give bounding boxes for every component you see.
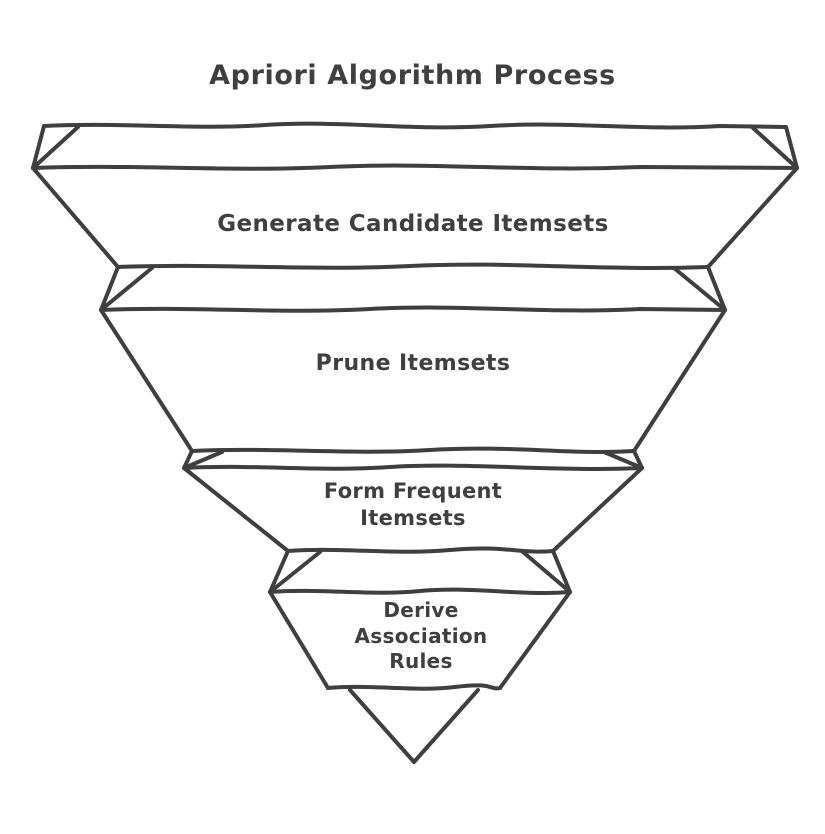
band-1-bottom-edge: [116, 262, 710, 270]
band-2-right-edge: [632, 308, 727, 453]
funnel-band-2-shape[interactable]: [99, 265, 727, 454]
band-4-left-edge: [268, 590, 330, 690]
band-4-top-edge: [268, 587, 572, 595]
band-4-bottom-edge: [326, 683, 502, 691]
band-4-left-notch: [268, 549, 290, 594]
band-2-right-notch: [706, 265, 727, 312]
band-3-left-edge: [182, 466, 290, 553]
band-4-left-notch-return: [268, 550, 322, 594]
band-1-right-notch-return: [750, 125, 799, 170]
band-2-top-edge: [99, 305, 727, 313]
band-3-left-notch-return: [182, 450, 224, 470]
band-1-top-edge: [42, 121, 788, 130]
funnel-tip-left-edge: [348, 688, 416, 764]
band-1-right-notch: [784, 125, 799, 170]
band-3-top-edge: [182, 463, 644, 471]
funnel-band-4-shape[interactable]: [268, 549, 572, 691]
band-1-right-edge: [706, 166, 799, 269]
funnel-tip-shape: [348, 688, 480, 764]
band-1-inner-top-edge: [31, 163, 799, 171]
band-3-left-notch: [182, 449, 194, 470]
band-4-right-edge: [498, 590, 572, 690]
band-2-left-edge: [99, 308, 194, 453]
funnel-band-1-shape[interactable]: [31, 121, 799, 270]
band-4-right-notch-return: [521, 550, 572, 594]
band-1-left-notch: [31, 124, 46, 170]
band-3-right-notch-return: [602, 450, 644, 470]
band-2-right-notch-return: [672, 266, 727, 312]
band-3-right-edge: [551, 466, 644, 553]
band-1-left-edge: [31, 166, 120, 269]
page-title: Apriori Algorithm Process: [209, 60, 616, 91]
band-4-right-notch: [551, 549, 572, 594]
band-2-bottom-edge: [190, 446, 636, 454]
funnel-tip-right-edge: [412, 688, 480, 764]
band-3-bottom-edge: [286, 546, 555, 554]
band-1-left-notch-return: [31, 125, 80, 170]
band-3-right-notch: [632, 449, 644, 470]
band-2-left-notch-return: [99, 266, 154, 312]
band-2-left-notch: [99, 265, 120, 312]
funnel-band-3-shape[interactable]: [182, 449, 644, 554]
